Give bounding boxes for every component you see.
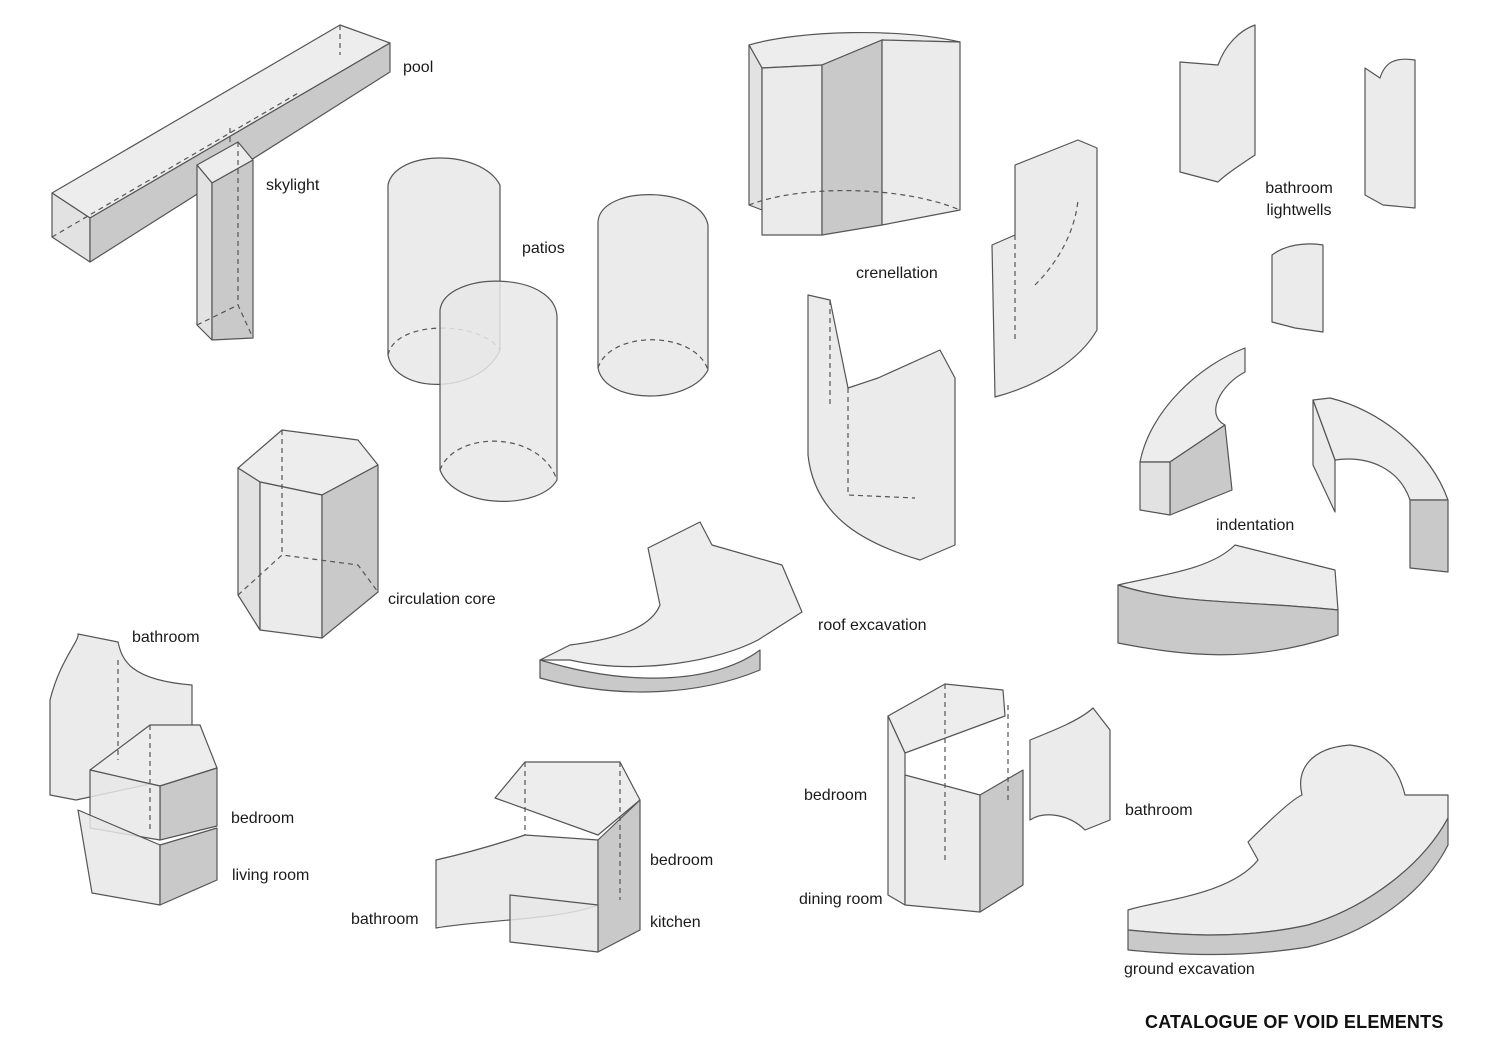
indentation-1 — [1139, 347, 1246, 516]
label-circulation-core: circulation core — [388, 591, 496, 608]
ground-excavation-volume — [1127, 744, 1449, 956]
label-group-a-living-room: living room — [232, 867, 310, 884]
group-c — [887, 683, 1111, 913]
circulation-core-volume — [237, 429, 379, 639]
label-group-c-dining-room: dining room — [799, 891, 883, 908]
label-pool: pool — [403, 59, 434, 76]
catalogue-title: CATALOGUE OF VOID ELEMENTS — [1145, 1012, 1444, 1032]
lightwell-3 — [1271, 243, 1324, 333]
crenellation-lower — [807, 294, 956, 561]
label-group-c-bathroom: bathroom — [1125, 802, 1193, 819]
label-crenellation: crenellation — [856, 265, 938, 282]
indentation-2 — [1312, 397, 1449, 573]
label-group-b-bedroom: bedroom — [650, 852, 714, 869]
group-a — [49, 633, 218, 906]
label-group-c-bedroom: bedroom — [804, 787, 868, 804]
label-group-a-bathroom: bathroom — [132, 629, 200, 646]
label-group-b-bathroom: bathroom — [351, 911, 419, 928]
group-b — [435, 761, 641, 953]
indentation-3 — [1117, 544, 1339, 656]
label-patios: patios — [522, 240, 565, 257]
patio-2 — [439, 280, 558, 502]
label-skylight: skylight — [266, 177, 320, 194]
roof-excavation-volume — [539, 521, 803, 693]
label-bathroom-lightwells: bathroom lightwells — [1249, 178, 1349, 222]
label-bathroom-lightwells-line2: lightwells — [1266, 202, 1332, 219]
label-ground-excavation: ground excavation — [1124, 961, 1255, 978]
label-bathroom-lightwells-line1: bathroom — [1265, 180, 1333, 197]
lightwell-1 — [1179, 24, 1256, 183]
label-group-b-kitchen: kitchen — [650, 914, 701, 931]
lightwell-2 — [1364, 58, 1416, 209]
label-roof-excavation: roof excavation — [818, 617, 927, 634]
label-group-a-bedroom: bedroom — [231, 810, 295, 827]
crenellation-right — [991, 139, 1098, 398]
label-indentation: indentation — [1216, 517, 1295, 534]
crenellation-upper — [748, 31, 961, 236]
patio-3 — [597, 194, 709, 397]
skylight-volume — [196, 141, 254, 341]
